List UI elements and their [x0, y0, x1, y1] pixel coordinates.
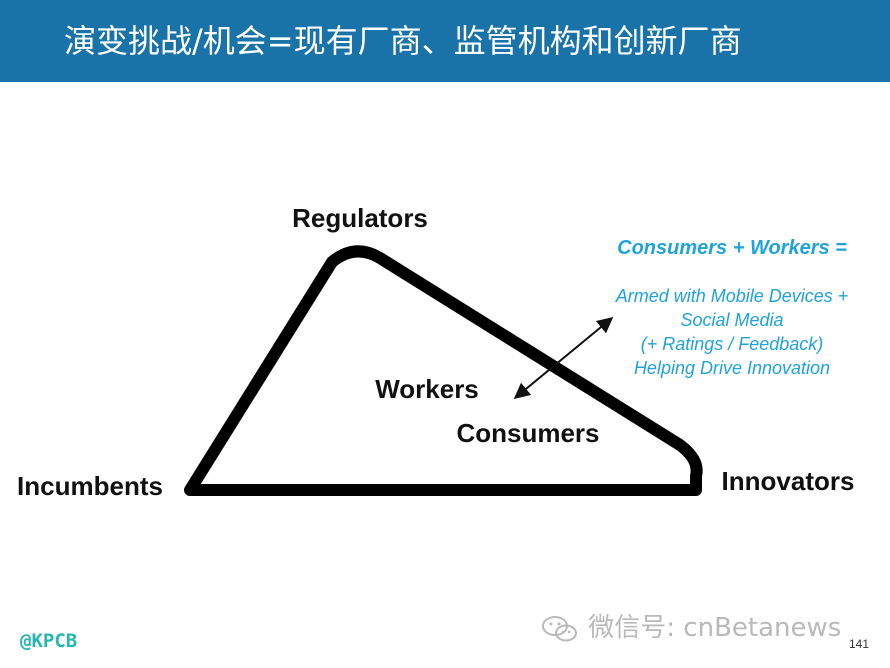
- workers-label: Workers: [375, 374, 479, 404]
- callout-line: Armed with Mobile Devices +: [615, 286, 849, 306]
- innovators-label: Innovators: [722, 466, 855, 496]
- incumbents-label: Incumbents: [17, 471, 163, 501]
- wechat-watermark: 微信号: cnBetanews: [540, 607, 870, 643]
- consumers-label: Consumers: [456, 418, 599, 448]
- callout-heading: Consumers + Workers =: [617, 237, 847, 259]
- title-bar: 演变挑战/机会=现有厂商、监管机构和创新厂商: [0, 0, 890, 82]
- watermark-text: 微信号: cnBetanews: [588, 613, 842, 643]
- kpcb-logo: @KPCB: [20, 630, 78, 652]
- triangle-outline: [184, 245, 703, 496]
- double-arrow: [513, 316, 614, 400]
- page-number: 141: [849, 637, 870, 651]
- slide-title: 演变挑战/机会=现有厂商、监管机构和创新厂商: [64, 22, 742, 60]
- callout-line: Social Media: [680, 310, 783, 330]
- callout-line: Helping Drive Innovation: [634, 358, 830, 378]
- wechat-icon: [540, 614, 580, 644]
- regulators-label: Regulators: [292, 203, 428, 233]
- callout-line: (+ Ratings / Feedback): [641, 334, 824, 354]
